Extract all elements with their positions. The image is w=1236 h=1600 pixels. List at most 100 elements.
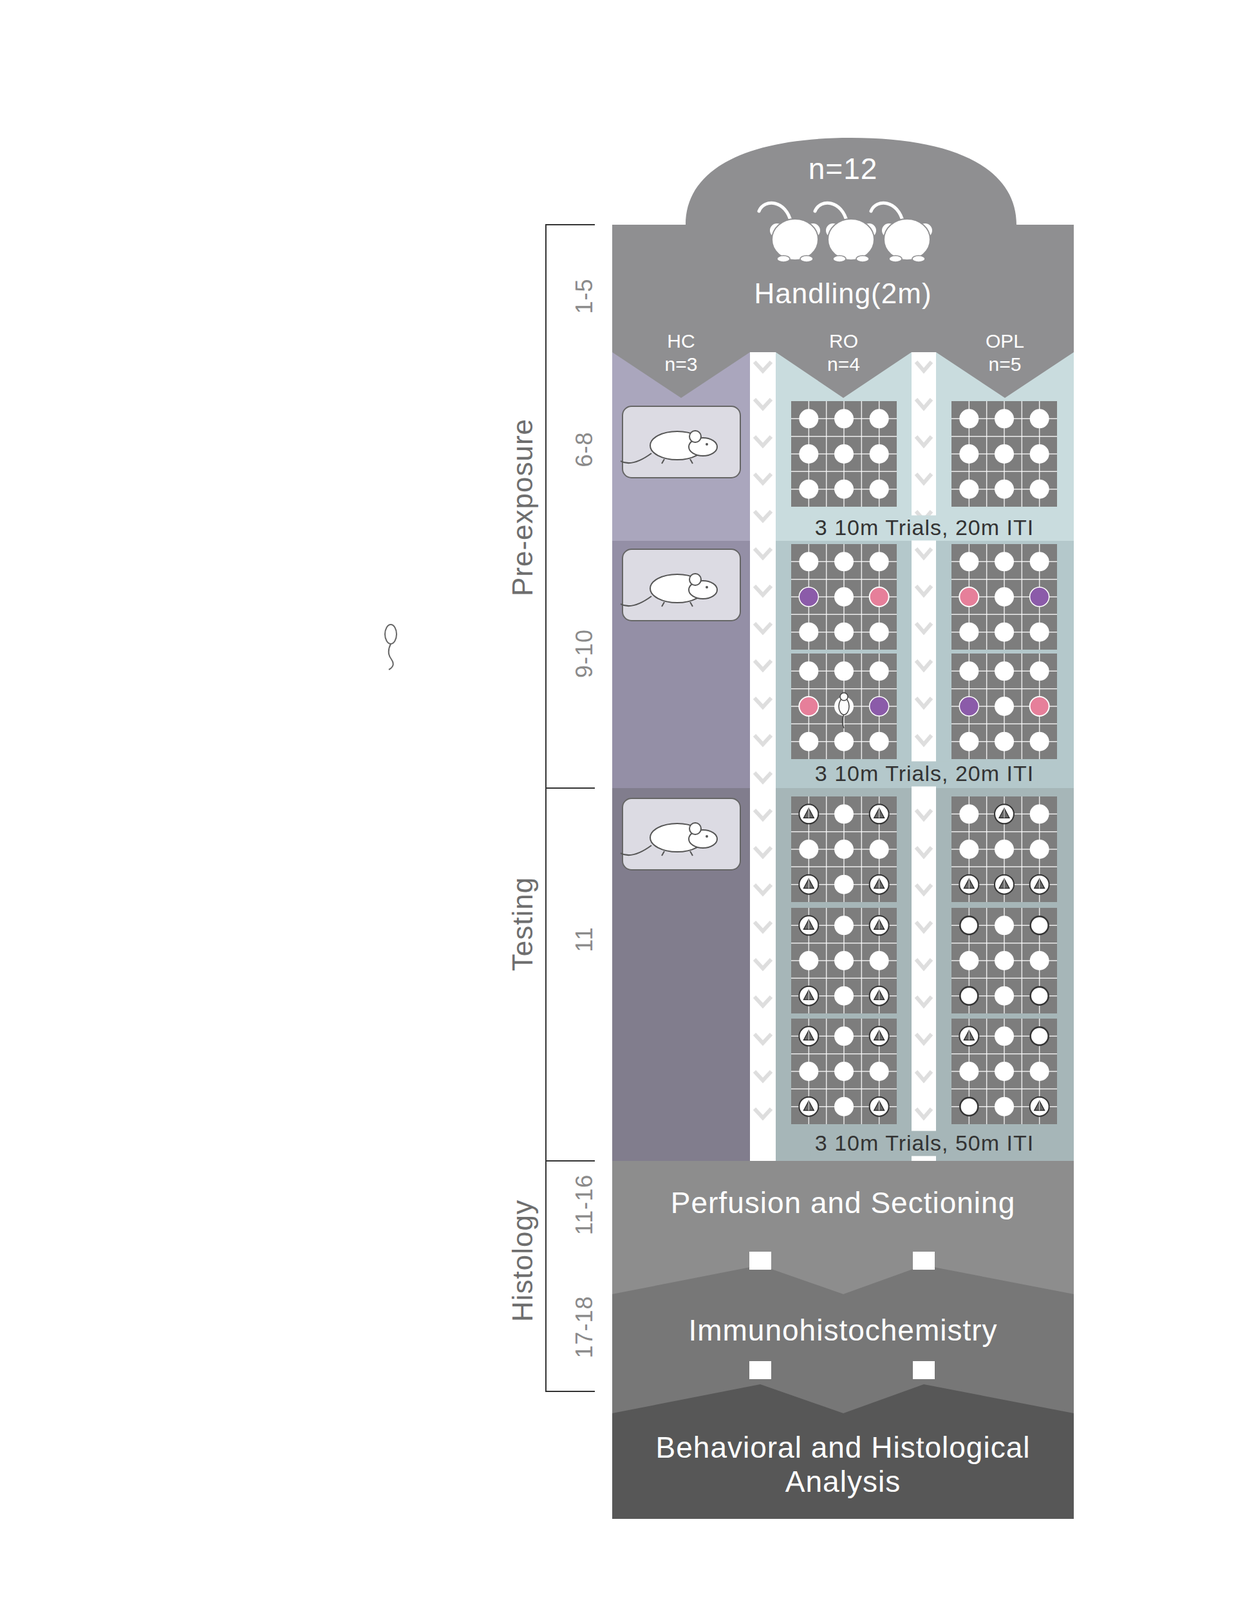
grid-line <box>951 471 1058 473</box>
empty-hole <box>798 622 819 642</box>
day-range: 1-5 <box>571 278 598 314</box>
empty-hole <box>798 444 819 464</box>
empty-hole <box>834 1026 854 1046</box>
empty-hole <box>994 587 1014 607</box>
mouse-tail <box>842 713 845 729</box>
empty-hole <box>1030 661 1050 681</box>
object-hole <box>869 915 890 935</box>
group-size: n=12 <box>612 151 1074 187</box>
grid-line <box>791 977 897 980</box>
object-pink <box>798 696 819 716</box>
trial-note: 3 10m Trials, 20m ITI <box>811 515 1038 541</box>
empty-hole <box>959 622 979 642</box>
arena-grid <box>951 907 1058 1014</box>
mouse-foot <box>661 601 665 607</box>
chevron <box>916 697 932 707</box>
object-hole <box>798 1096 819 1117</box>
object-triangle <box>874 807 885 818</box>
empty-hole <box>834 661 854 681</box>
day-range: 11 <box>571 926 598 952</box>
group-label: OPL n=5 <box>979 329 1031 376</box>
grid-line <box>951 866 1058 868</box>
chevron <box>916 847 932 857</box>
mouse-head <box>840 692 848 701</box>
mouse-foot <box>690 458 693 464</box>
empty-hole <box>959 839 979 859</box>
chevron <box>916 436 932 446</box>
empty-hole <box>869 731 890 752</box>
object-pink <box>959 587 979 607</box>
object-triangle-edge <box>808 807 810 818</box>
object-triangle <box>874 919 885 929</box>
empty-hole <box>834 986 854 1006</box>
empty-hole <box>869 950 890 971</box>
mouse-tail <box>620 596 652 606</box>
chevron <box>754 623 772 633</box>
timeline-tick <box>545 787 595 789</box>
object-triangle <box>963 1030 974 1040</box>
object-triangle-edge <box>808 878 810 889</box>
object-hole <box>869 1096 890 1117</box>
empty-hole <box>959 661 979 681</box>
chevron <box>916 585 932 595</box>
chevron <box>754 660 772 670</box>
object-hole <box>994 874 1014 895</box>
empty-hole <box>994 479 1014 499</box>
mouse-foot <box>777 255 790 263</box>
chevron <box>916 660 932 670</box>
object-triangle-edge <box>808 990 810 1000</box>
histology-step: Behavioral and Histological Analysis <box>612 1416 1074 1513</box>
phase-label: Histology <box>506 1199 540 1322</box>
empty-hole <box>869 839 890 859</box>
object-hole <box>798 1026 819 1046</box>
object-triangle <box>874 1030 885 1040</box>
object-triangle <box>803 1100 814 1111</box>
step-label: Immunohistochemistry <box>688 1313 998 1348</box>
timeline-tick <box>545 1160 595 1162</box>
chevron <box>754 847 772 857</box>
divider-strip <box>749 352 776 1161</box>
grid-line <box>1021 401 1023 507</box>
day-range: 17-18 <box>571 1295 598 1358</box>
object-purple <box>959 696 979 716</box>
arena-grid <box>791 907 897 1014</box>
empty-hole <box>834 1096 854 1117</box>
step-label: Perfusion and Sectioning <box>670 1185 1016 1220</box>
empty-hole <box>834 622 854 642</box>
chevron <box>754 884 772 894</box>
empty-hole <box>959 1061 979 1081</box>
object-triangle-edge <box>1004 878 1005 889</box>
grid-line <box>1021 907 1023 1014</box>
small-mouse-icon <box>384 624 397 644</box>
group-label: RO n=4 <box>818 329 870 376</box>
empty-hole <box>834 444 854 464</box>
mouse-body <box>827 218 875 261</box>
object-hole <box>994 804 1014 824</box>
empty-hole <box>798 839 819 859</box>
home-cage <box>622 549 741 621</box>
home-cage <box>622 798 741 870</box>
empty-hole <box>994 950 1014 971</box>
group-column: OPL n=5 <box>936 327 1074 1161</box>
grid-line <box>1021 543 1023 650</box>
mouse-eye <box>705 834 709 838</box>
object-triangle-edge <box>1039 878 1040 889</box>
empty-hole <box>994 1061 1014 1081</box>
empty-hole <box>994 661 1014 681</box>
object-triangle <box>874 878 885 889</box>
empty-hole <box>994 622 1014 642</box>
day-range: 6-8 <box>571 431 598 467</box>
arena-grid <box>951 796 1058 902</box>
object-hole <box>798 915 819 935</box>
mouse-foot <box>690 851 693 856</box>
grid-line <box>1021 653 1023 759</box>
empty-ring <box>1030 916 1049 935</box>
object-triangle <box>1034 1100 1045 1111</box>
object-triangle <box>999 878 1010 889</box>
object-hole <box>869 986 890 1006</box>
empty-hole <box>798 551 819 572</box>
chevron <box>754 1071 772 1081</box>
mouse-foot <box>912 255 926 263</box>
